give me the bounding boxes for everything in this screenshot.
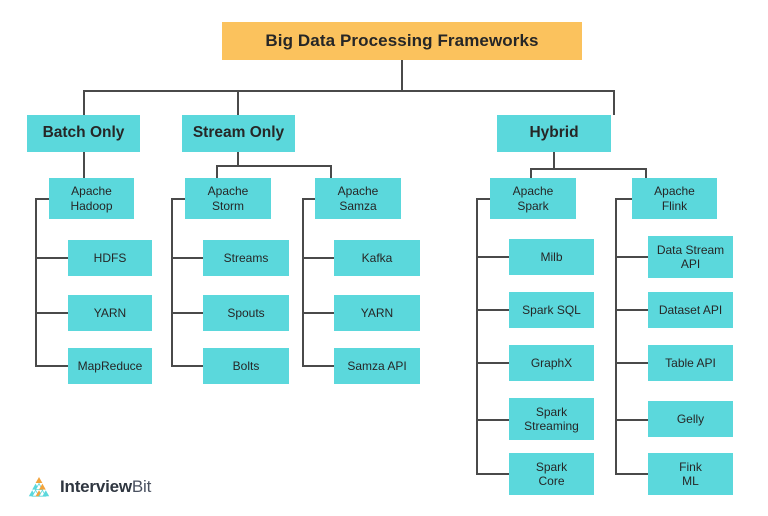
connector-drop-stream-only <box>237 90 239 115</box>
connector-stub-gelly <box>615 419 649 421</box>
connector-drop-spark <box>530 168 532 178</box>
connector-stub-streams <box>171 257 204 259</box>
interviewbit-logo[interactable]: InterviewBit <box>24 476 151 498</box>
connector-stub-yarn <box>35 312 69 314</box>
component-graphx[interactable]: GraphX <box>509 345 594 381</box>
connector-drop-hybrid <box>613 90 615 115</box>
connector-stub-spark-streaming <box>476 419 510 421</box>
framework-apache-storm[interactable]: Apache Storm <box>185 178 271 219</box>
component-data-stream-api[interactable]: Data Stream API <box>648 236 733 278</box>
pyramid-triangles-icon <box>24 476 54 498</box>
connector-trunk-hadoop <box>35 198 37 366</box>
connector-stub-fink-ml <box>615 473 649 475</box>
connector-trunk-samza <box>302 198 304 366</box>
component-hdfs[interactable]: HDFS <box>68 240 152 276</box>
category-stream-only[interactable]: Stream Only <box>182 115 295 152</box>
component-spark-streaming[interactable]: Spark Streaming <box>509 398 594 440</box>
connector-stub-mapreduce <box>35 365 69 367</box>
framework-apache-spark[interactable]: Apache Spark <box>490 178 576 219</box>
category-batch-only[interactable]: Batch Only <box>27 115 140 152</box>
connector-stream-stem <box>237 152 239 166</box>
connector-stub-hdfs <box>35 257 69 259</box>
connector-trunk-flink <box>615 198 617 474</box>
component-table-api[interactable]: Table API <box>648 345 733 381</box>
component-yarn[interactable]: YARN <box>68 295 152 331</box>
category-hybrid[interactable]: Hybrid <box>497 115 611 152</box>
component-mapreduce[interactable]: MapReduce <box>68 348 152 384</box>
component-spouts[interactable]: Spouts <box>203 295 289 331</box>
connector-stub-milb <box>476 256 510 258</box>
connector-hybrid-bus <box>531 168 647 170</box>
connector-stub-samza-yarn <box>302 312 335 314</box>
component-streams[interactable]: Streams <box>203 240 289 276</box>
connector-root-bus <box>84 90 615 92</box>
connector-stub-spark-top <box>476 198 491 200</box>
component-spark-core[interactable]: Spark Core <box>509 453 594 495</box>
connector-stub-bolts <box>171 365 204 367</box>
diagram-title: Big Data Processing Frameworks <box>222 22 582 60</box>
connector-stub-spouts <box>171 312 204 314</box>
connector-stub-dataset-api <box>615 309 649 311</box>
connector-trunk-spark <box>476 198 478 474</box>
component-bolts[interactable]: Bolts <box>203 348 289 384</box>
framework-apache-hadoop[interactable]: Apache Hadoop <box>49 178 134 219</box>
logo-word-bit: Bit <box>131 477 152 496</box>
framework-apache-samza[interactable]: Apache Samza <box>315 178 401 219</box>
connector-stub-kafka <box>302 257 335 259</box>
framework-apache-flink[interactable]: Apache Flink <box>632 178 717 219</box>
connector-drop-storm <box>216 165 218 178</box>
connector-hybrid-stem <box>553 152 555 169</box>
connector-drop-flink <box>645 168 647 178</box>
connector-stub-samza-top <box>302 198 317 200</box>
connector-stub-samza-api <box>302 365 335 367</box>
connector-drop-batch-only <box>83 90 85 115</box>
component-samza-api[interactable]: Samza API <box>334 348 420 384</box>
connector-stub-storm-top <box>171 198 186 200</box>
logo-word-interview: Interview <box>60 477 132 496</box>
component-fink-ml[interactable]: Fink ML <box>648 453 733 495</box>
component-kafka[interactable]: Kafka <box>334 240 420 276</box>
component-milb[interactable]: Milb <box>509 239 594 275</box>
connector-root-stem <box>401 60 403 91</box>
connector-stream-bus <box>217 165 331 167</box>
connector-stub-spark-sql <box>476 309 510 311</box>
connector-trunk-storm <box>171 198 173 366</box>
component-gelly[interactable]: Gelly <box>648 401 733 437</box>
logo-wordmark: InterviewBit <box>60 477 151 497</box>
component-samza-yarn[interactable]: YARN <box>334 295 420 331</box>
connector-stub-flink-top <box>615 198 633 200</box>
connector-drop-samza <box>330 165 332 178</box>
component-spark-sql[interactable]: Spark SQL <box>509 292 594 328</box>
component-dataset-api[interactable]: Dataset API <box>648 292 733 328</box>
connector-stub-table-api <box>615 362 649 364</box>
connector-stub-data-stream-api <box>615 256 649 258</box>
connector-stub-hadoop-top <box>35 198 50 200</box>
connector-batch-to-hadoop <box>83 152 85 178</box>
connector-stub-graphx <box>476 362 510 364</box>
connector-stub-spark-core <box>476 473 510 475</box>
